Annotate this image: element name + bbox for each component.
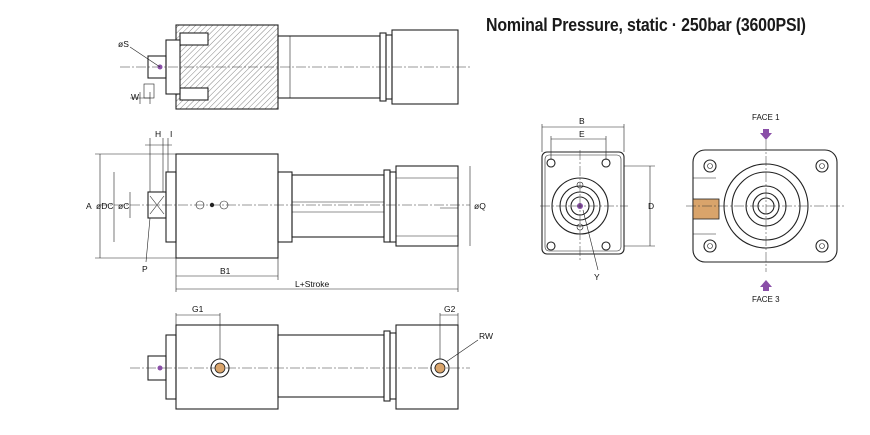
dim-E: E xyxy=(579,129,585,139)
port-side-icon xyxy=(692,198,720,220)
dim-Y: Y xyxy=(594,272,600,282)
face3-arrow-icon xyxy=(760,280,772,291)
dim-H: H xyxy=(155,129,161,139)
face1-arrow-icon xyxy=(760,129,772,140)
face1-label: FACE 1 xyxy=(752,113,780,122)
face3-label: FACE 3 xyxy=(752,295,780,304)
face-view: FACE 1 FACE 3 xyxy=(686,113,846,304)
dim-dDC: øDC xyxy=(96,201,113,211)
dim-A: A xyxy=(86,201,92,211)
port-g1-icon xyxy=(214,362,226,374)
end-view: B E D Y xyxy=(540,116,655,282)
dim-B: B xyxy=(579,116,585,126)
page-title: Nominal Pressure, static · 250bar (3600P… xyxy=(486,14,806,35)
dim-D: D xyxy=(648,201,654,211)
top-sectional-view: øS W xyxy=(118,24,470,110)
dim-G1: G1 xyxy=(192,304,204,314)
dim-G2: G2 xyxy=(444,304,456,314)
dim-dS: øS xyxy=(118,39,129,49)
dim-dC: øC xyxy=(118,201,129,211)
dim-dQ: øQ xyxy=(474,201,486,211)
bottom-view: G1 G2 RW xyxy=(130,304,493,410)
dim-B1: B1 xyxy=(220,266,231,276)
dim-P: P xyxy=(142,264,148,274)
dim-I: I xyxy=(170,129,172,139)
dim-W: W xyxy=(131,92,139,102)
dim-L-stroke: L+Stroke xyxy=(295,279,330,289)
dim-RW: RW xyxy=(479,331,493,341)
side-view: A øDC øC H I P øQ B1 L+Stroke xyxy=(86,129,486,292)
port-g2-icon xyxy=(434,362,446,374)
